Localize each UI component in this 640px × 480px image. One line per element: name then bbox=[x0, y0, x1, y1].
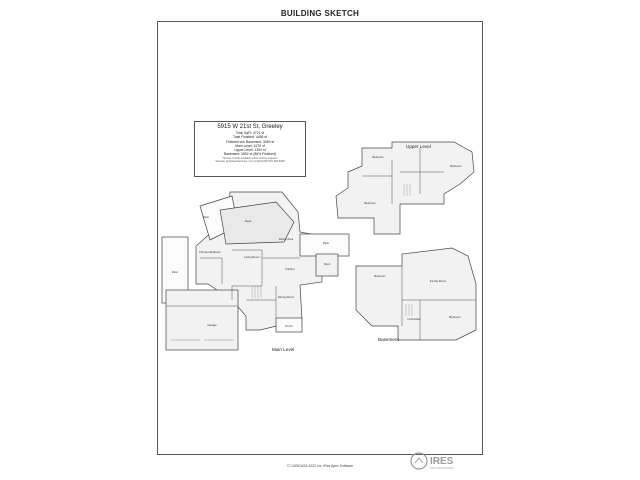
property-address: 5915 W 21st St, Greeley bbox=[217, 124, 283, 130]
room-dining-room: Dining Room bbox=[278, 295, 295, 299]
patio-right-shape bbox=[299, 233, 350, 257]
room-primary-bedroom: Primary Bedroom bbox=[199, 250, 221, 254]
room-porch: Porch bbox=[285, 324, 293, 328]
ires-logo-text: IRES bbox=[430, 456, 454, 467]
info-finished-no-basement: Finished w/o Basement: 3069 sf bbox=[225, 139, 275, 144]
basement-label: Basement bbox=[378, 337, 399, 342]
room-living-room: Living Room bbox=[244, 255, 260, 259]
room-patio-right: Patio bbox=[323, 241, 330, 245]
room-kitchen: Kitchen bbox=[285, 267, 295, 271]
deck-shape bbox=[219, 201, 295, 245]
ires-logo: IRES IRES-SPONSORED bbox=[410, 452, 454, 470]
basement-outline bbox=[355, 247, 477, 341]
room-deck: Deck bbox=[245, 219, 252, 223]
room-basement-bedroom-1: Bedroom bbox=[374, 274, 386, 278]
shed-shape bbox=[315, 253, 339, 277]
info-total-finished: Total Finished: 4456 sf bbox=[233, 135, 267, 140]
info-total-sqft: Total SqFt: 4721 sf bbox=[235, 131, 265, 135]
garage-shape bbox=[165, 289, 239, 351]
info-main-level: Main Level: 1675 sf bbox=[235, 143, 265, 148]
room-patio-left: Patio bbox=[172, 270, 179, 274]
room-family-room: Family Room bbox=[430, 279, 447, 283]
page-title: BUILDING SKETCH bbox=[280, 9, 360, 18]
footer-credit: © CUBICASA 2022 Inc. iRes Apex Software bbox=[286, 464, 353, 468]
info-scope-note: *Scope of work available online and by r… bbox=[222, 156, 278, 160]
porch-shape bbox=[275, 317, 303, 333]
room-patio-top: Patio bbox=[203, 215, 210, 219]
upper-level-label: Upper Level bbox=[406, 144, 431, 149]
sketch-frame bbox=[157, 21, 483, 455]
room-upper-bedroom-3: Bedroom bbox=[364, 201, 376, 205]
room-shed: Shed bbox=[324, 262, 331, 266]
info-appraiser-note: Strauser Appraisal Services, LLC (C)2104… bbox=[215, 160, 285, 164]
property-info-box: 5915 W 21st St, Greeley Total SqFt: 4721… bbox=[194, 121, 306, 177]
ires-logo-subtext: IRES-SPONSORED bbox=[430, 466, 454, 470]
room-upper-bedroom-1: Bedroom bbox=[372, 155, 384, 159]
room-dining-area: Dining Area bbox=[279, 237, 294, 241]
room-unfinished: Unfinished bbox=[407, 317, 421, 321]
room-basement-bedroom-2: Bedroom bbox=[449, 315, 461, 319]
ires-logo-icon bbox=[410, 452, 428, 470]
room-upper-bedroom-2: Bedroom bbox=[450, 164, 462, 168]
main-level-label: Main Level bbox=[272, 347, 294, 352]
info-upper-level: Upper Level: 1394 sf bbox=[234, 148, 266, 153]
room-garage: Garage bbox=[207, 323, 217, 327]
upper-level-outline bbox=[335, 141, 475, 235]
info-basement: Basement: 1652 sf (86% Finished) bbox=[223, 152, 277, 157]
